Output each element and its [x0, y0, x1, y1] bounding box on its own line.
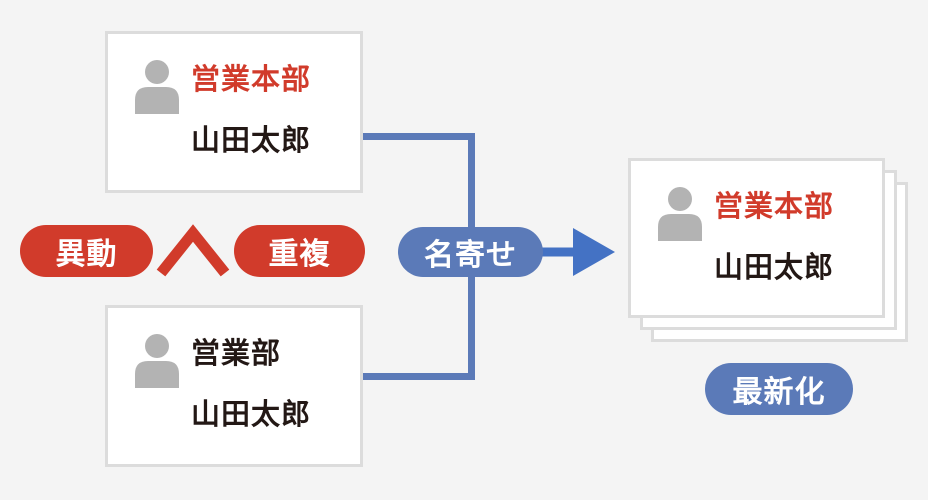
person-name: 山田太郎 — [191, 125, 312, 157]
department-label: 営業本部 — [191, 64, 312, 96]
duplicate-badge: 重複 — [234, 225, 365, 277]
person-name: 山田太郎 — [714, 252, 835, 284]
transfer-badge: 異動 — [20, 225, 153, 277]
department-label: 営業本部 — [714, 191, 835, 223]
person-name: 山田太郎 — [191, 399, 312, 431]
source-card-top: 営業本部 山田太郎 — [105, 31, 363, 193]
caret-up-icon — [155, 224, 231, 283]
department-label: 営業部 — [191, 338, 282, 370]
connector-line-top — [363, 133, 475, 140]
connector-line-bottom — [363, 373, 475, 380]
person-icon — [135, 334, 179, 393]
source-card-bottom: 営業部 山田太郎 — [105, 305, 363, 467]
person-icon — [135, 60, 179, 119]
result-card: 営業本部 山田太郎 — [628, 158, 885, 318]
merge-badge: 名寄せ — [398, 227, 543, 277]
person-icon — [658, 187, 702, 246]
arrow-right-icon — [540, 226, 620, 283]
updated-badge: 最新化 — [705, 363, 853, 415]
